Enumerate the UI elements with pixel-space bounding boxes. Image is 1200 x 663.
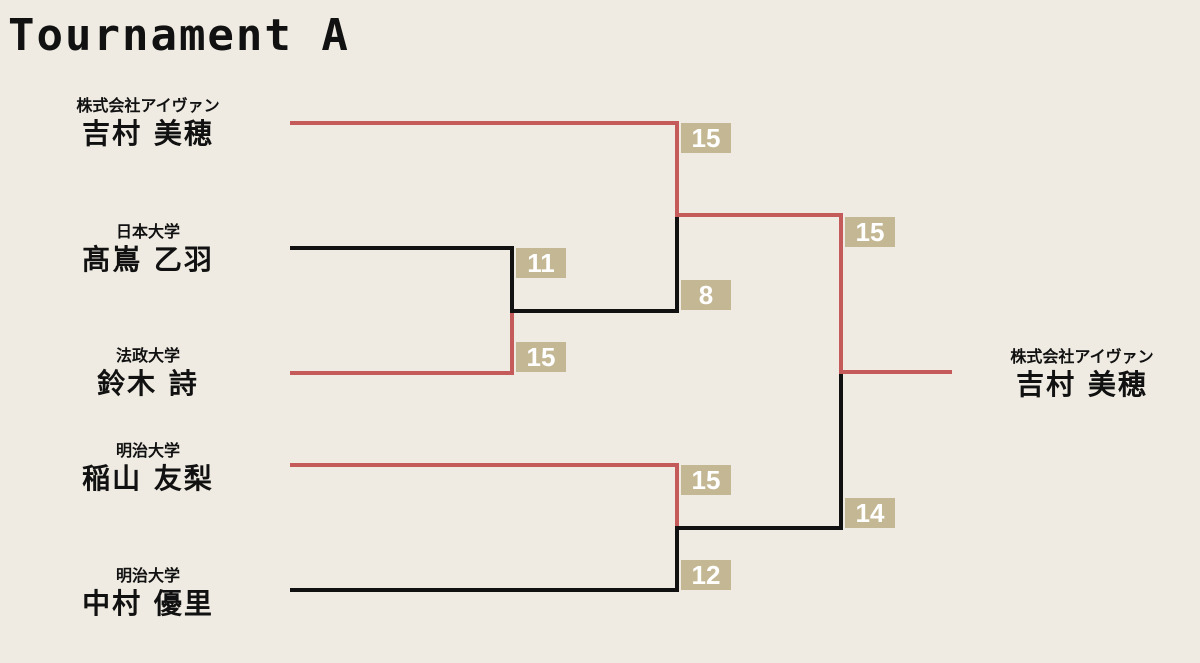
player-affiliation: 株式会社アイヴァン	[76, 96, 220, 115]
player-affiliation: 明治大学	[115, 441, 180, 460]
bracket-line-player-1	[290, 121, 679, 217]
bracket-line-player-5	[290, 526, 679, 592]
player-name: 髙嶌 乙羽	[82, 243, 214, 276]
player-name: 稲山 友梨	[82, 462, 214, 495]
champion-affiliation: 株式会社アイヴァン	[1010, 347, 1154, 366]
score-box: 15	[681, 465, 731, 495]
score-box: 12	[681, 560, 731, 590]
score-box: 15	[516, 342, 566, 372]
bracket-line-player-3	[290, 309, 514, 375]
bracket-line-semifinal-lower	[510, 213, 679, 313]
player-name: 吉村 美穂	[82, 117, 214, 150]
player-4: 明治大学 稲山 友梨	[18, 441, 278, 497]
player-name: 中村 優里	[82, 587, 214, 620]
score-box: 14	[845, 498, 895, 528]
bracket-line-final-upper	[675, 213, 843, 374]
player-2: 日本大学 髙嶌 乙羽	[18, 222, 278, 278]
score-box: 8	[681, 280, 731, 310]
bracket-line-final-lower	[675, 370, 843, 530]
player-affiliation: 法政大学	[115, 346, 180, 365]
score-box: 11	[516, 248, 566, 278]
score-box: 15	[681, 123, 731, 153]
player-5: 明治大学 中村 優里	[18, 566, 278, 622]
player-affiliation: 明治大学	[115, 566, 180, 585]
tournament-title: Tournament A	[8, 10, 350, 61]
bracket-line-player-4	[290, 463, 679, 530]
bracket-line-player-2	[290, 246, 514, 313]
score-box: 15	[845, 217, 895, 247]
champion: 株式会社アイヴァン 吉村 美穂	[952, 347, 1200, 403]
player-1: 株式会社アイヴァン 吉村 美穂	[18, 96, 278, 152]
player-3: 法政大学 鈴木 詩	[18, 346, 278, 402]
player-affiliation: 日本大学	[115, 222, 180, 241]
player-name: 鈴木 詩	[97, 367, 199, 400]
champion-name: 吉村 美穂	[1016, 368, 1148, 401]
